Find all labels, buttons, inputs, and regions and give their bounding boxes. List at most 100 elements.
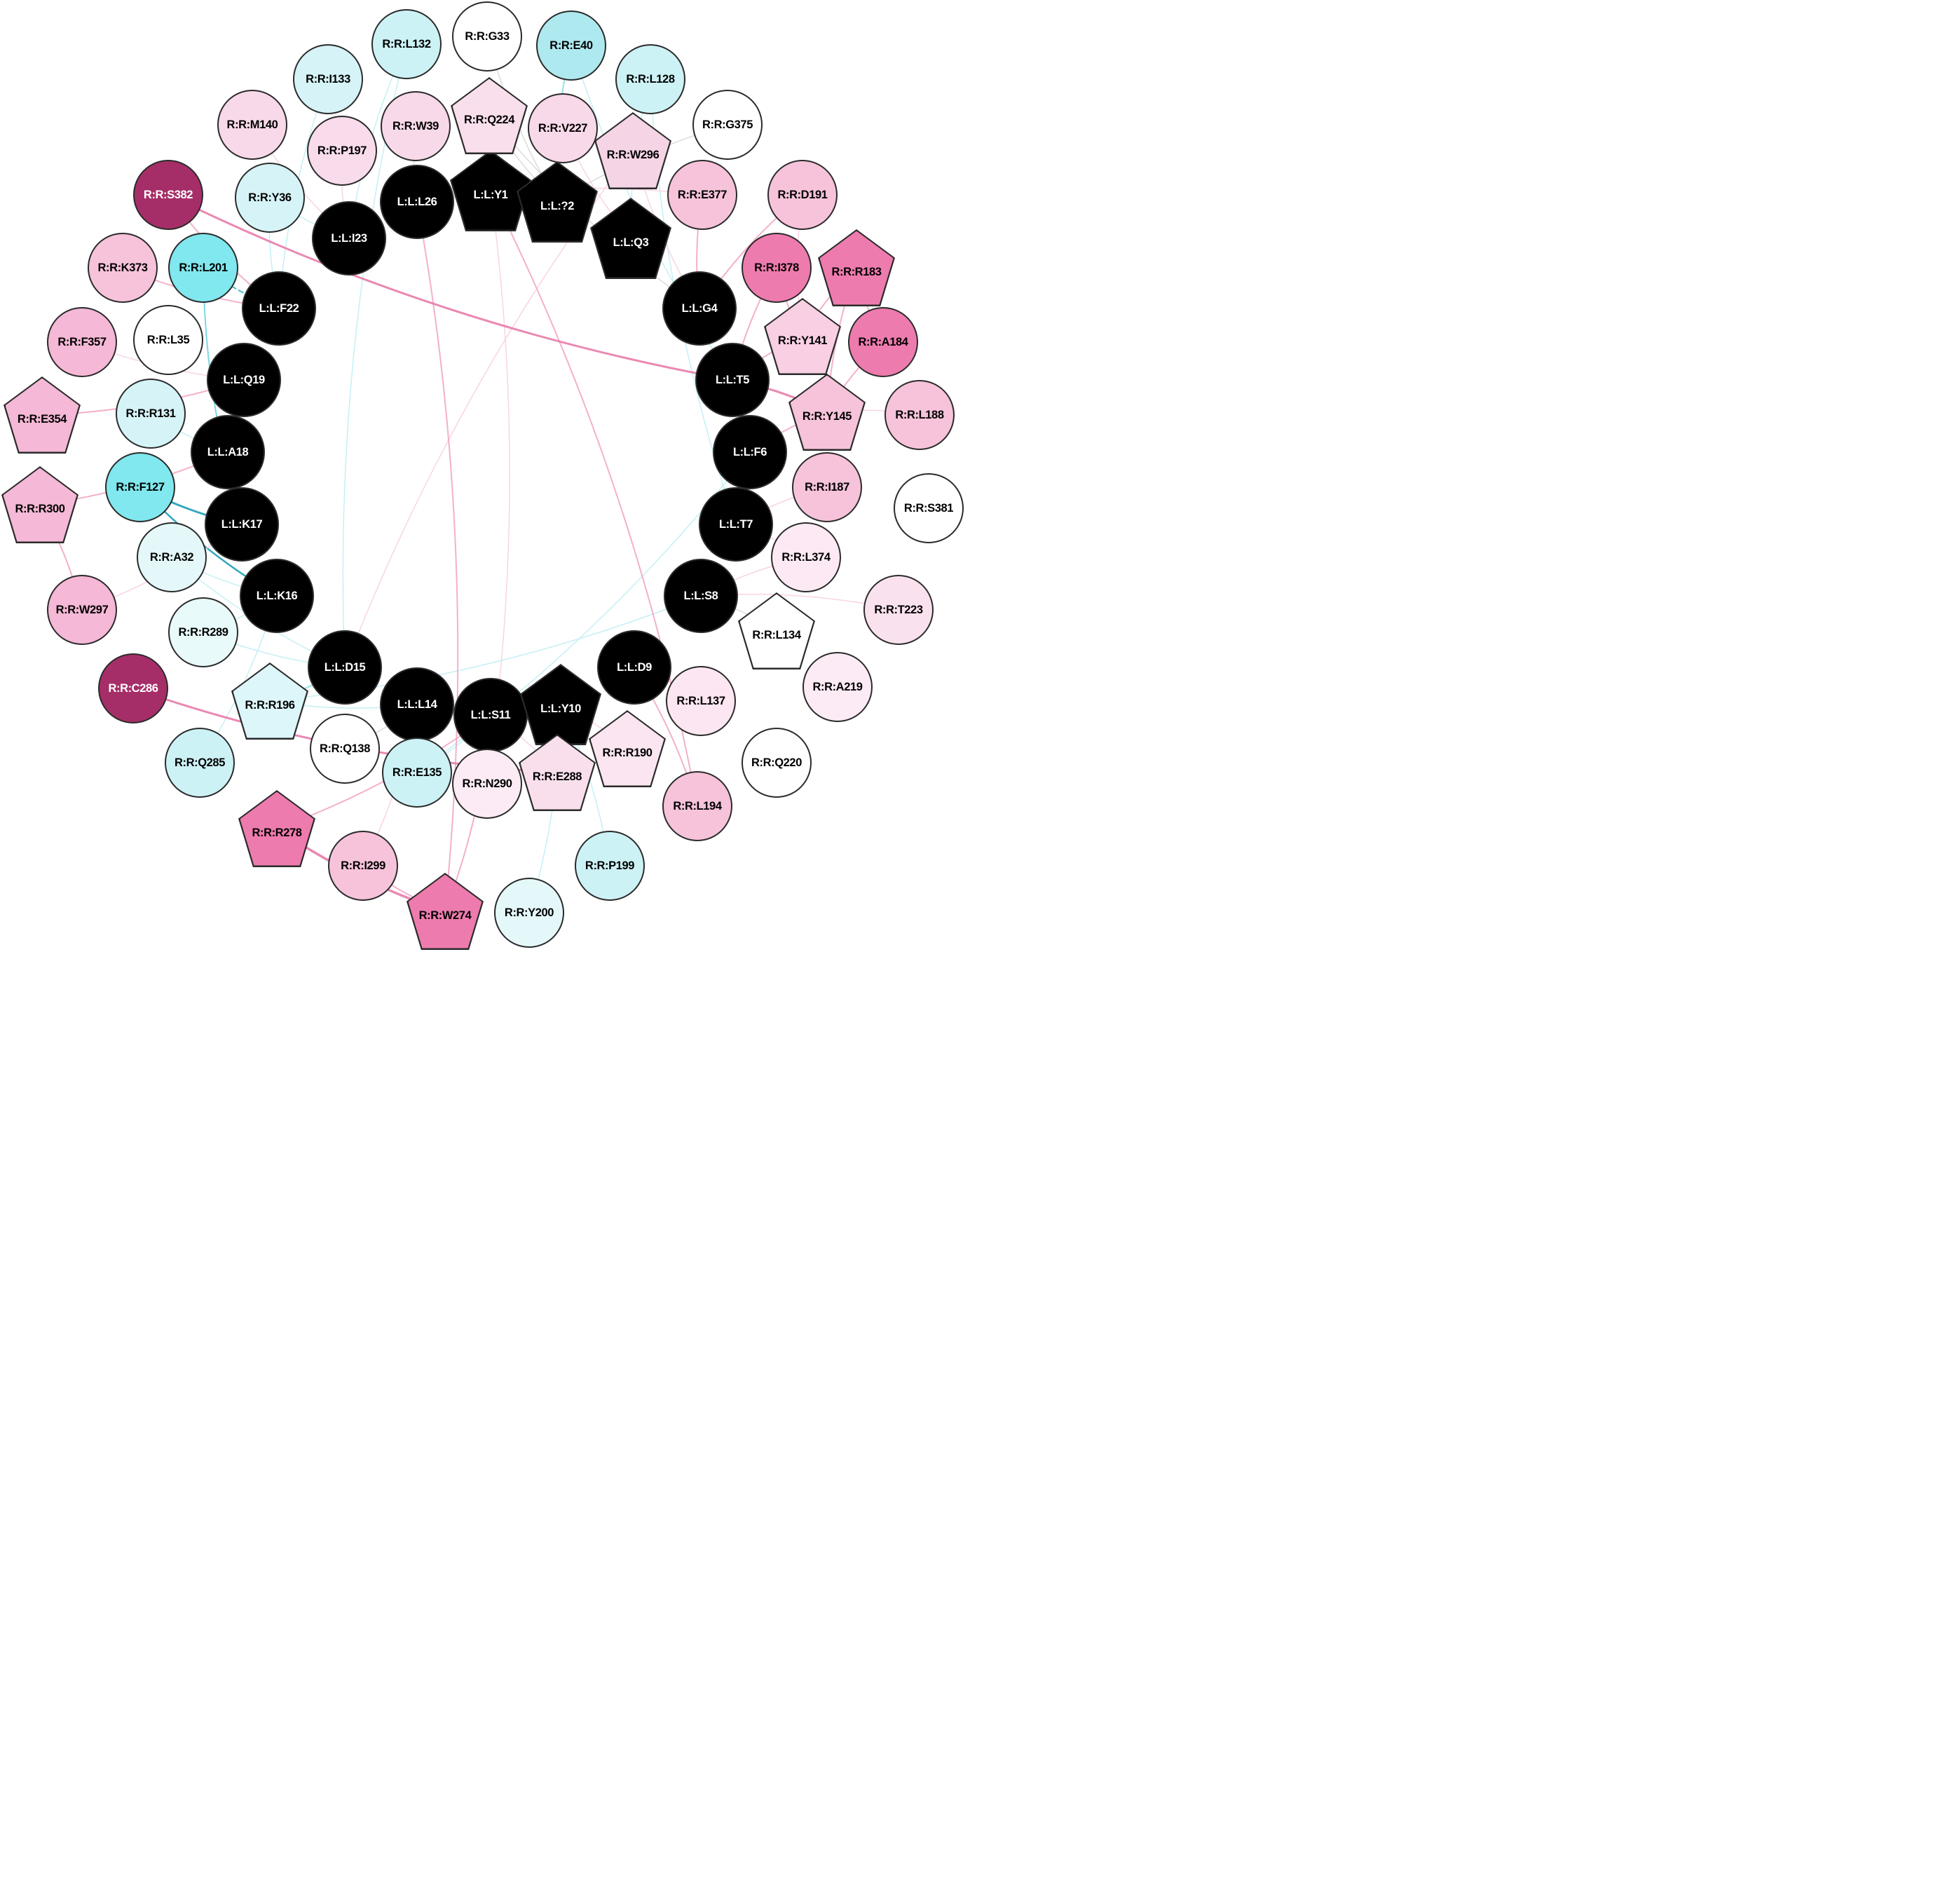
node-label: R:R:K373 [97, 261, 148, 274]
node-label: R:R:Y141 [777, 334, 828, 347]
node-R-R-C286[interactable]: R:R:C286 [98, 653, 168, 723]
node-label: R:R:Q138 [320, 742, 370, 755]
node-label: R:R:V227 [538, 121, 588, 135]
node-R-R-R131[interactable]: R:R:R131 [116, 379, 186, 449]
node-R-R-Y36[interactable]: R:R:Y36 [235, 163, 305, 233]
node-R-R-E377[interactable]: R:R:E377 [667, 160, 737, 230]
node-R-R-L194[interactable]: R:R:L194 [662, 771, 732, 841]
node-R-R-S382[interactable]: R:R:S382 [133, 160, 203, 230]
node-R-R-W39[interactable]: R:R:W39 [381, 91, 451, 161]
node-R-R-R289[interactable]: R:R:R289 [168, 597, 238, 667]
node-L-L-G4[interactable]: L:L:G4 [662, 271, 737, 346]
node-label: L:L:F22 [259, 301, 299, 315]
node-R-R-L188[interactable]: R:R:L188 [884, 380, 955, 450]
node-label: R:R:E135 [392, 766, 442, 779]
node-L-L-A18[interactable]: L:L:A18 [191, 415, 265, 489]
node-R-R-L137[interactable]: R:R:L137 [666, 666, 736, 736]
node-R-R-Y145[interactable]: R:R:Y145 [788, 374, 866, 451]
node-label: R:R:L194 [673, 799, 722, 812]
node-R-R-M140[interactable]: R:R:M140 [217, 90, 287, 160]
node-L-L-S8[interactable]: L:L:S8 [664, 559, 738, 633]
node-R-R-F127[interactable]: R:R:F127 [105, 452, 175, 522]
node-label: R:R:W39 [392, 119, 439, 132]
node-L-L-D9[interactable]: L:L:D9 [597, 630, 671, 705]
node-label: R:R:W296 [606, 148, 660, 161]
node-L-L-F6[interactable]: L:L:F6 [713, 415, 787, 489]
node-R-R-Q285[interactable]: R:R:Q285 [165, 728, 235, 798]
node-R-R-A32[interactable]: R:R:A32 [137, 522, 207, 592]
node-label: L:L:?2 [540, 200, 574, 213]
node-label: R:R:P199 [585, 859, 635, 872]
node-L-L-L26[interactable]: L:L:L26 [380, 165, 454, 239]
node-R-R-L201[interactable]: R:R:L201 [168, 233, 238, 303]
node-L-L-T7[interactable]: L:L:T7 [699, 487, 773, 562]
node-L-L-S11[interactable]: L:L:S11 [453, 678, 528, 752]
node-label: R:R:A184 [858, 335, 908, 348]
node-label: R:R:Q220 [751, 756, 802, 769]
node-label: R:R:L374 [781, 550, 831, 564]
node-L-L-D15[interactable]: L:L:D15 [308, 630, 382, 705]
node-L-L-K16[interactable]: L:L:K16 [240, 559, 314, 633]
node-L-L-K17[interactable]: L:L:K17 [205, 487, 279, 562]
node-R-R-W297[interactable]: R:R:W297 [47, 575, 117, 645]
node-label: R:R:R300 [15, 502, 65, 515]
node-label: L:L:G4 [681, 301, 718, 315]
node-label: R:R:N290 [462, 777, 512, 790]
node-R-R-E40[interactable]: R:R:E40 [536, 11, 606, 81]
node-R-R-I378[interactable]: R:R:I378 [742, 233, 812, 303]
node-R-R-D191[interactable]: R:R:D191 [767, 160, 838, 230]
node-R-R-I133[interactable]: R:R:I133 [293, 44, 363, 114]
node-R-R-N290[interactable]: R:R:N290 [452, 749, 522, 819]
node-R-R-F357[interactable]: R:R:F357 [47, 307, 117, 377]
node-label: R:R:R190 [602, 746, 653, 759]
node-L-L-T5[interactable]: L:L:T5 [695, 343, 770, 417]
node-label: R:R:W297 [55, 603, 109, 616]
node-label: L:L:L26 [397, 195, 437, 208]
node-label: R:R:L137 [676, 694, 725, 707]
node-R-R-I299[interactable]: R:R:I299 [328, 831, 398, 901]
node-R-R-A219[interactable]: R:R:A219 [802, 652, 873, 722]
node-L-L-Q19[interactable]: L:L:Q19 [207, 343, 281, 417]
node-R-R-L128[interactable]: R:R:L128 [615, 44, 685, 114]
node-R-R-G33[interactable]: R:R:G33 [452, 1, 522, 72]
node-R-R-A184[interactable]: R:R:A184 [848, 307, 918, 377]
node-R-R-Q138[interactable]: R:R:Q138 [310, 714, 380, 784]
node-label: R:R:R196 [245, 698, 295, 712]
node-label: L:L:S8 [683, 589, 718, 602]
node-R-R-G375[interactable]: R:R:G375 [692, 90, 763, 160]
node-label: R:R:L201 [179, 261, 228, 274]
node-R-R-L35[interactable]: R:R:L35 [133, 305, 203, 375]
node-label: R:R:D191 [777, 188, 828, 201]
node-label: R:R:I187 [805, 480, 849, 494]
node-R-R-S381[interactable]: R:R:S381 [894, 473, 964, 543]
node-label: L:L:Y1 [473, 189, 508, 202]
node-label: L:L:K16 [256, 589, 298, 602]
node-R-R-P199[interactable]: R:R:P199 [575, 831, 645, 901]
node-R-R-P197[interactable]: R:R:P197 [307, 116, 377, 186]
node-label: R:R:P197 [317, 144, 367, 157]
node-R-R-Q220[interactable]: R:R:Q220 [742, 728, 812, 798]
node-L-L-L14[interactable]: L:L:L14 [380, 667, 454, 742]
node-label: R:R:L128 [626, 72, 675, 86]
edge-S382-T5 [167, 193, 734, 381]
node-label: L:L:I23 [331, 231, 367, 245]
node-R-R-I187[interactable]: R:R:I187 [792, 452, 862, 522]
node-R-R-K373[interactable]: R:R:K373 [88, 233, 158, 303]
edge-W274-L26 [416, 201, 459, 912]
node-R-R-L132[interactable]: R:R:L132 [371, 9, 442, 79]
node-label: R:R:F127 [116, 480, 165, 494]
node-label: R:R:A219 [812, 680, 863, 693]
node-label: R:R:S382 [143, 188, 193, 201]
node-R-R-V227[interactable]: R:R:V227 [528, 93, 598, 163]
node-label: R:R:G375 [702, 118, 753, 131]
node-label: L:L:S11 [470, 708, 511, 721]
node-R-R-Y200[interactable]: R:R:Y200 [494, 878, 564, 948]
node-R-R-T223[interactable]: R:R:T223 [863, 575, 934, 645]
node-L-L-I23[interactable]: L:L:I23 [312, 201, 386, 276]
node-L-L-F22[interactable]: L:L:F22 [242, 271, 316, 346]
node-R-R-E135[interactable]: R:R:E135 [382, 737, 452, 808]
node-label: L:L:Q19 [223, 373, 265, 386]
node-R-R-L374[interactable]: R:R:L374 [771, 522, 841, 592]
node-label: L:L:Q3 [613, 236, 649, 250]
